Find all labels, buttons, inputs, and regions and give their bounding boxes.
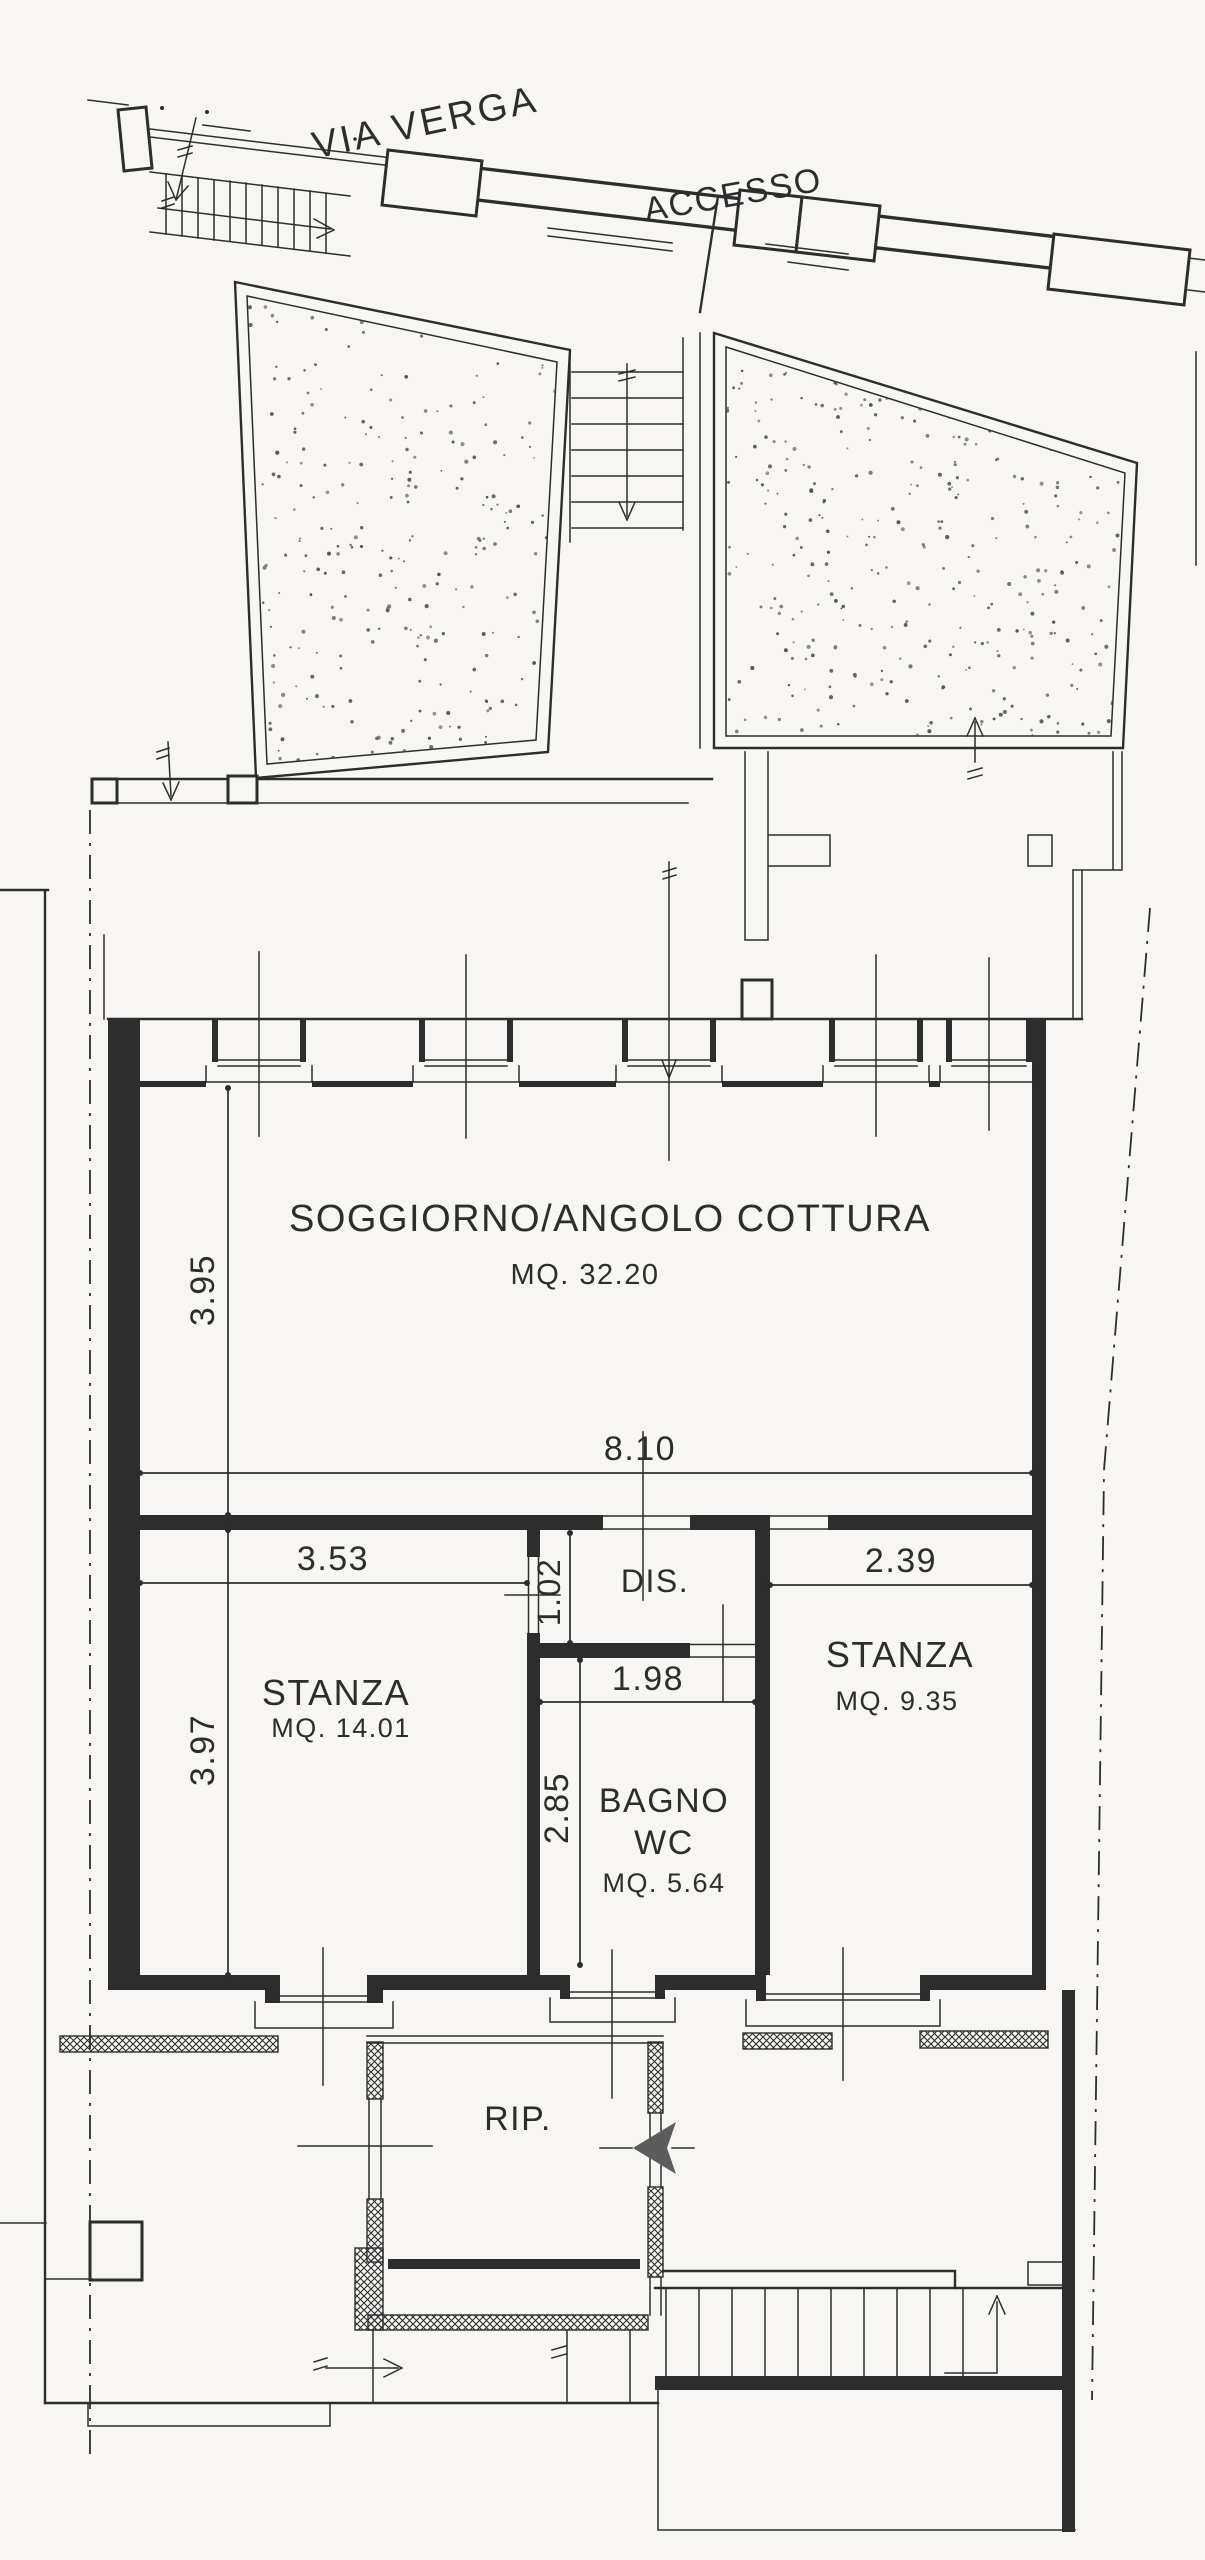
dim-dis-height: 1.02 — [531, 1530, 573, 1646]
fence-pillar — [1046, 232, 1192, 307]
street-fence — [87, 99, 1205, 314]
garden-left-stipple — [247, 305, 557, 762]
room-bagno-label: BAGNO — [599, 1782, 729, 1820]
walkway-down-arrow-icon — [156, 741, 180, 801]
fence-pillar — [794, 195, 882, 263]
dim-stanza-right-width-label: 2.39 — [865, 1542, 937, 1580]
garden-stairs — [569, 337, 684, 543]
window — [412, 954, 520, 1139]
room-stanza-left-label: STANZA — [262, 1672, 410, 1713]
walkway-pillar — [226, 774, 259, 805]
terrace-right-arrow-icon — [313, 2357, 404, 2379]
dim-bagno-height: 2.85 — [538, 1657, 583, 1968]
street-stairs — [149, 171, 351, 257]
dimensions: 8.10 3.95 3.53 3.97 1.02 2.39 1.98 2.85 — [137, 1085, 1035, 1978]
room-soggiorno-label: SOGGIORNO/ANGOLO COTTURA — [289, 1198, 931, 1240]
garden-right-stipple — [726, 369, 1120, 736]
stairs-down-arrow-icon — [618, 363, 636, 521]
stairs-direction-arrow-icon — [157, 196, 336, 239]
garden-right — [699, 331, 1139, 780]
dim-bagno-width: 1.98 — [537, 1660, 758, 1705]
site-boundaries — [0, 810, 1151, 2462]
utility-box — [88, 2220, 144, 2282]
window — [939, 957, 1039, 1131]
room-soggiorno-area: MQ. 32.20 — [511, 1259, 660, 1291]
dim-soggiorno-height: 3.95 — [184, 1085, 231, 1518]
dim-soggiorno-width-label: 8.10 — [604, 1430, 676, 1468]
window — [549, 1949, 676, 2099]
fence-pillar — [116, 105, 154, 173]
dim-stanza-left-height-label: 3.97 — [184, 1714, 222, 1786]
garden-up-arrow-icon — [966, 717, 984, 780]
room-bagno-area: MQ. 5.64 — [602, 1868, 725, 1898]
access-gate — [547, 194, 849, 314]
dim-soggiorno-height-label: 3.95 — [184, 1254, 222, 1326]
dim-dis-height-label: 1.02 — [531, 1558, 567, 1626]
walkway — [90, 351, 1197, 1020]
window — [745, 1947, 941, 2081]
room-rip-label: RIP. — [484, 2100, 552, 2138]
room-stanza-right-area: MQ. 9.35 — [835, 1686, 958, 1716]
room-stanza-right-label: STANZA — [826, 1634, 974, 1675]
room-stanza-left-area: MQ. 14.01 — [271, 1713, 411, 1743]
apartment-walls — [106, 1017, 1084, 1990]
window — [205, 951, 313, 1137]
room-bagno-label2: WC — [634, 1824, 694, 1862]
dim-stanza-left-width: 3.53 — [137, 1540, 530, 1586]
garden-left — [233, 280, 572, 780]
dim-bagno-width-label: 1.98 — [612, 1660, 684, 1698]
walkway-pillar — [90, 777, 119, 805]
room-dis-label: DIS. — [621, 1563, 689, 1599]
street-entry-arrow-icon — [167, 117, 251, 202]
rip-door-arrow-icon — [633, 2122, 676, 2174]
door-axes — [504, 1431, 724, 1703]
labels: VIA VERGA ACCESSO SOGGIORNO/ANGOLO COTTU… — [262, 79, 974, 2138]
fence-pillar — [380, 148, 484, 218]
dim-stanza-left-height: 3.97 — [184, 1527, 231, 1978]
lower-stairs — [653, 1990, 1076, 2532]
dim-stanza-left-width-label: 3.53 — [297, 1540, 369, 1578]
rip-room — [59, 2030, 1049, 2404]
entry-arrow-icon — [661, 861, 677, 1161]
window — [822, 954, 930, 1137]
dim-stanza-right-width: 2.39 — [767, 1542, 1035, 1588]
dim-soggiorno-width: 8.10 — [137, 1430, 1035, 1476]
dim-bagno-height-label: 2.85 — [538, 1772, 576, 1844]
entrance-door — [615, 861, 774, 1161]
soggiorno-windows — [205, 861, 1039, 1161]
bottom-windows — [254, 1947, 941, 2099]
window — [254, 1947, 394, 2086]
stairs-up-arrow-icon — [944, 2295, 1006, 2374]
